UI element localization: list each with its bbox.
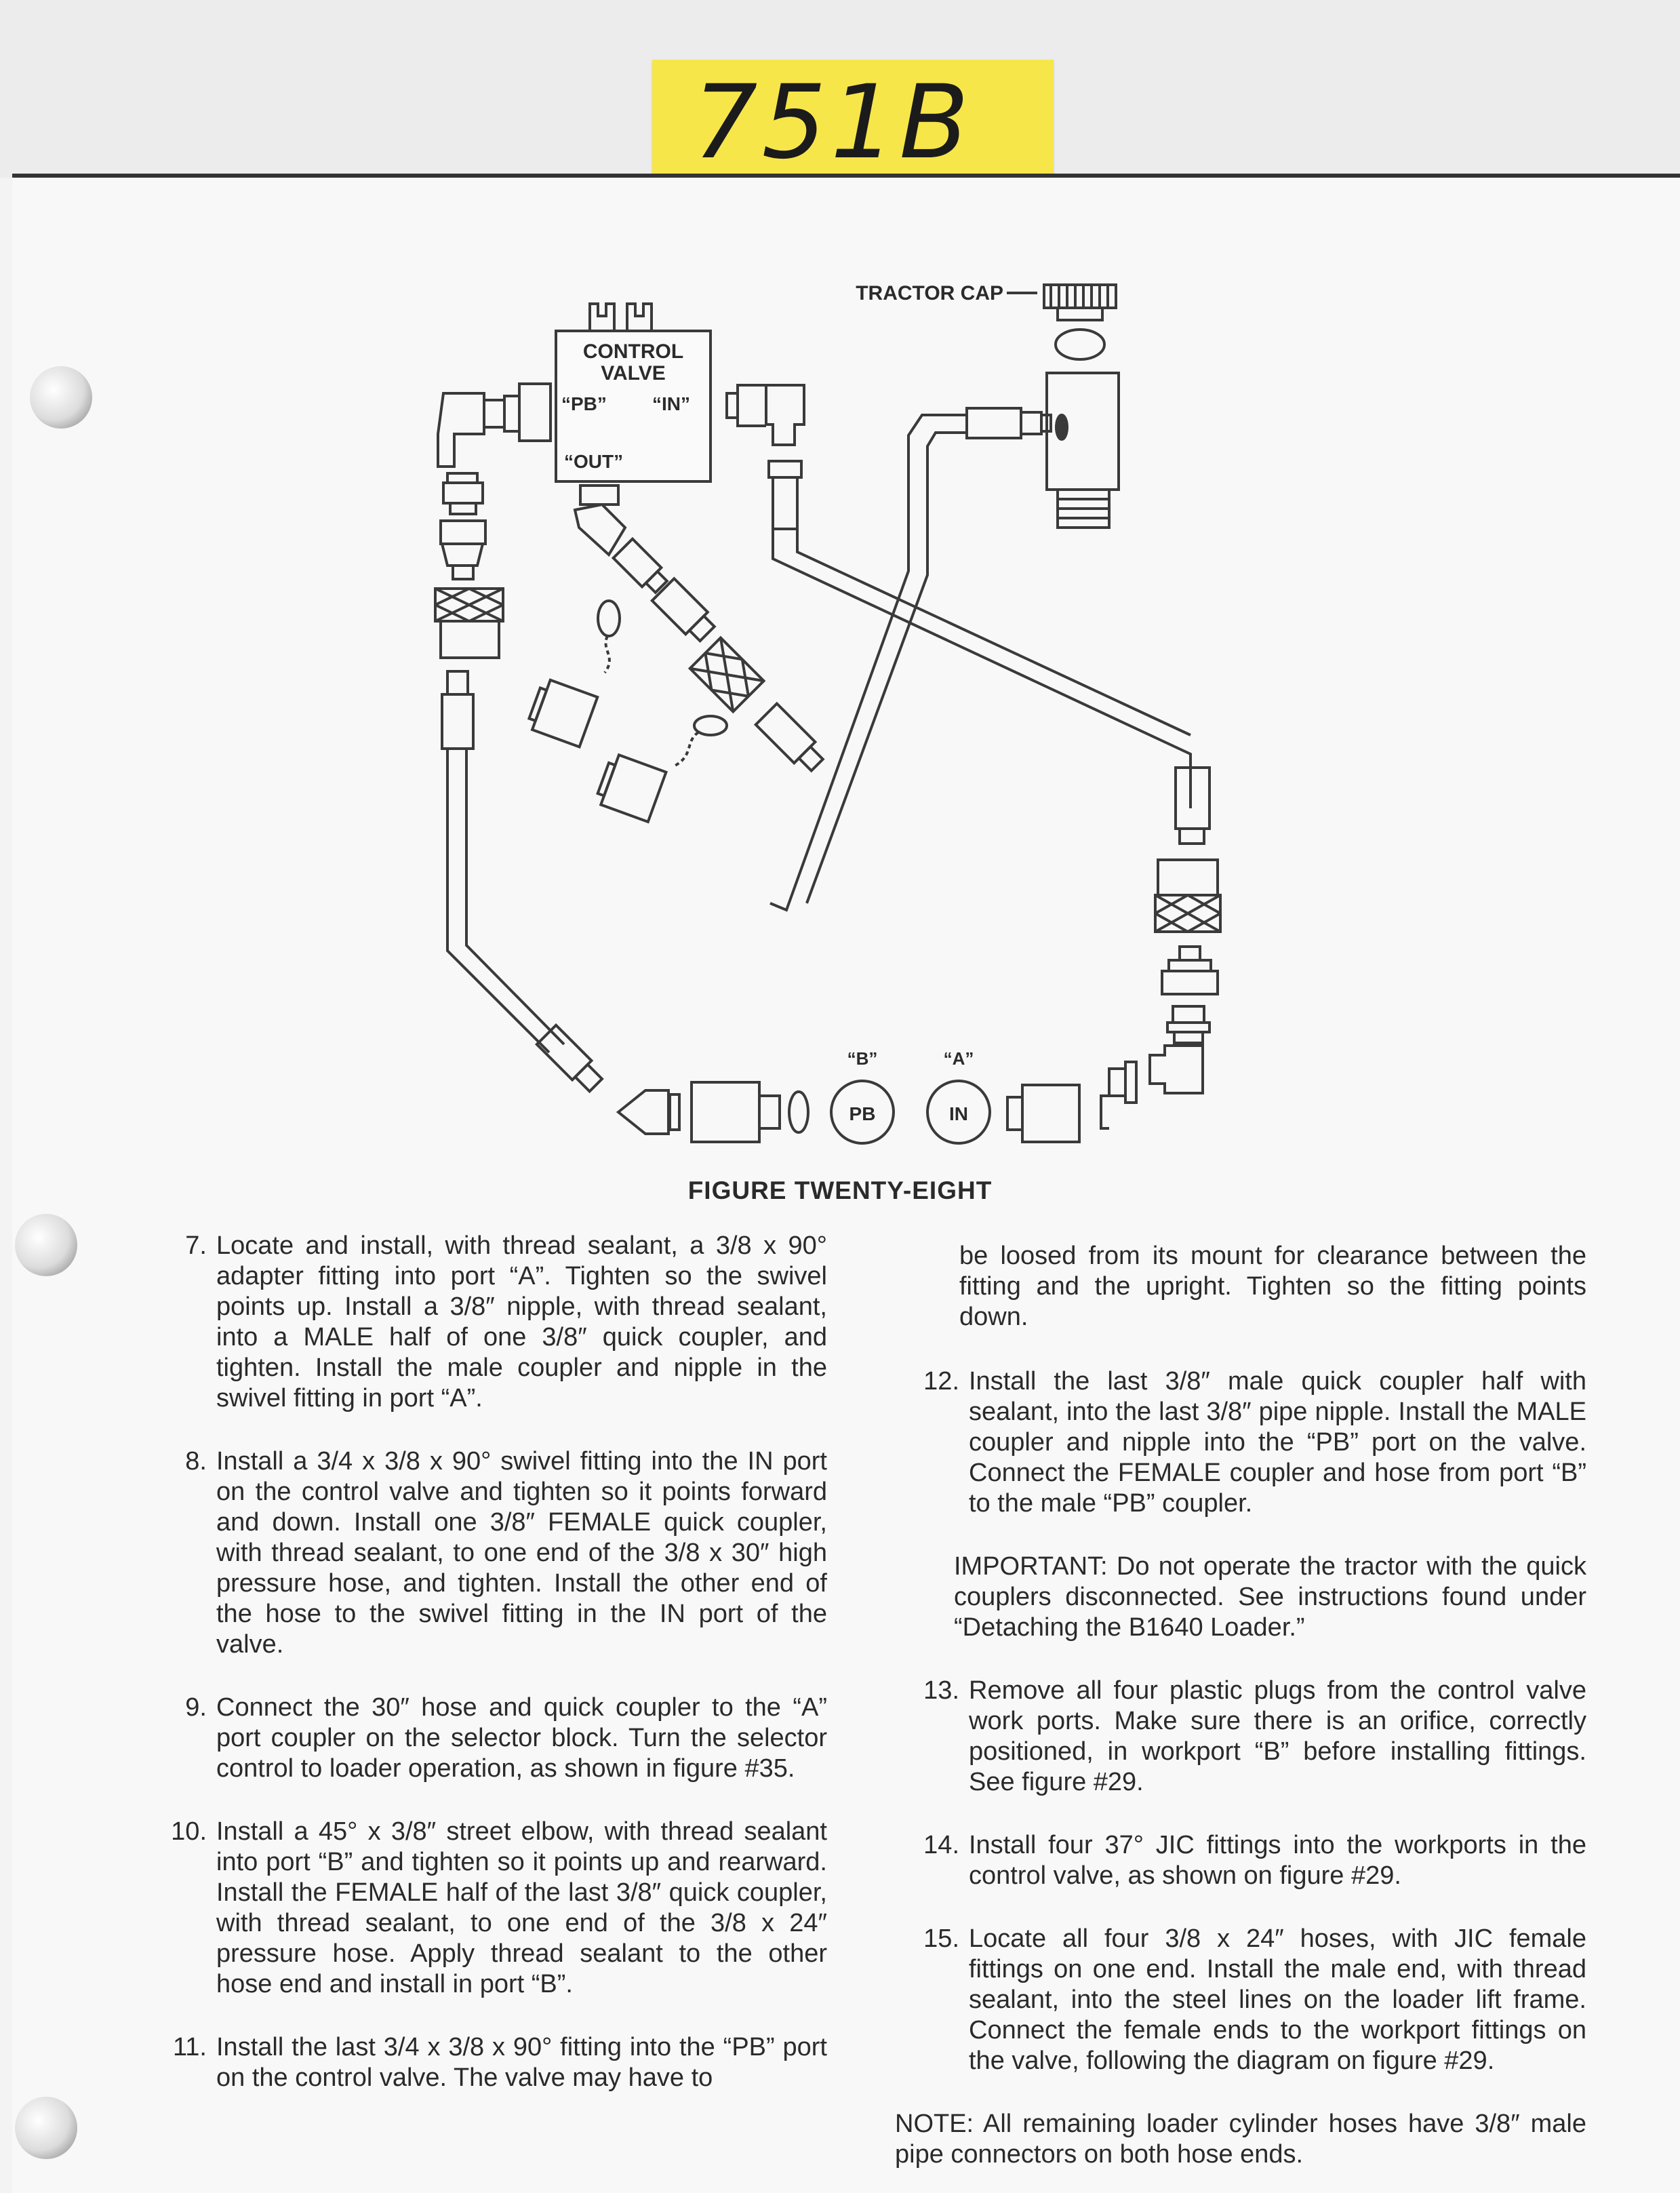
port-a-label: “A” <box>944 1048 974 1069</box>
control-valve-label-1: CONTROL <box>583 340 683 363</box>
step-text: Install a 45° x 3/8″ street elbow, with … <box>216 1817 827 1998</box>
port-b-label: “B” <box>847 1048 878 1069</box>
step-10: 10. Install a 45° x 3/8″ street elbow, w… <box>142 1817 827 2000</box>
step-15: 15. Locate all four 3/8 x 24″ hoses, wit… <box>895 1924 1586 2076</box>
step-number: 11. <box>172 2033 207 2061</box>
figure-caption: FIGURE TWENTY-EIGHT <box>687 1177 993 1204</box>
step-13: 13. Remove all four plastic plugs from t… <box>895 1676 1586 1798</box>
step-12: 12. Install the last 3/8″ male quick cou… <box>895 1366 1586 1519</box>
step-8: 8. Install a 3/4 x 3/8 x 90° swivel fitt… <box>142 1446 827 1660</box>
circle-in-label: IN <box>949 1103 968 1124</box>
step-number: 14. <box>923 1831 959 1859</box>
step-text: Install four 37° JIC fittings into the w… <box>969 1831 1586 1890</box>
step-text: Remove all four plastic plugs from the c… <box>969 1676 1586 1796</box>
manual-page <box>12 174 1680 2193</box>
step-number: 13. <box>923 1676 959 1705</box>
circle-pb-label: PB <box>849 1103 876 1124</box>
right-column: be loosed from its mount for clearance b… <box>895 1241 1586 2170</box>
right-fitting-stack <box>1108 858 1222 1104</box>
tractor-cap: TRACTOR CAP <box>856 282 1120 529</box>
control-valve-label-2: VALVE <box>601 362 666 384</box>
tractor-hose <box>769 407 1052 912</box>
step-text: Connect the 30″ hose and quick coupler t… <box>216 1693 827 1783</box>
step-11-continuation: be loosed from its mount for clearance b… <box>959 1242 1586 1331</box>
step-number: 10. <box>171 1817 207 1846</box>
step-text: Install the last 3/4 x 3/8 x 90° fitting… <box>216 2033 827 2092</box>
step-number: 9. <box>185 1693 207 1722</box>
left-column: 7. Locate and install, with thread seala… <box>142 1231 827 2126</box>
step-text: Locate all four 3/8 x 24″ hoses, with JI… <box>969 1924 1586 2075</box>
out-port-fittings <box>527 484 825 824</box>
control-valve: CONTROL VALVE “PB” “IN” “OUT” <box>555 302 712 483</box>
step-text: Locate and install, with thread sealant,… <box>216 1231 827 1412</box>
step-14: 14. Install four 37° JIC fittings into t… <box>895 1830 1586 1891</box>
sticky-note: 751B <box>652 60 1054 182</box>
step-number: 12. <box>923 1367 959 1396</box>
port-out-label: “OUT” <box>564 451 623 472</box>
hydraulic-diagram: CONTROL VALVE “PB” “IN” “OUT” TRACTOR CA… <box>434 282 1222 1145</box>
sticky-note-text: 751B <box>693 64 974 182</box>
step-number: 7. <box>185 1231 207 1260</box>
important-note: IMPORTANT: Do not operate the tractor wi… <box>954 1552 1586 1642</box>
step-text: Install a 3/4 x 3/8 x 90° swivel fitting… <box>216 1447 827 1659</box>
tractor-cap-label: TRACTOR CAP <box>856 282 1003 304</box>
step-11: 11. Install the last 3/4 x 3/8 x 90° fit… <box>142 2032 827 2093</box>
in-port-hose <box>725 384 1211 845</box>
bottom-coupler-row: PB “B” IN “A” <box>616 1048 1109 1145</box>
step-9: 9. Connect the 30″ hose and quick couple… <box>142 1693 827 1784</box>
binder-hole-middle <box>15 1214 77 1276</box>
step-text: Install the last 3/8″ male quick coupler… <box>969 1367 1586 1518</box>
port-pb-label: “PB” <box>561 393 607 414</box>
port-in-label: “IN” <box>652 393 690 414</box>
left-fitting-stack <box>434 382 604 1094</box>
step-number: 8. <box>185 1447 207 1476</box>
step-number: 15. <box>923 1924 959 1953</box>
step-7: 7. Locate and install, with thread seala… <box>142 1231 827 1414</box>
binder-hole-top <box>30 366 92 429</box>
footer-note: NOTE: All remaining loader cylinder hose… <box>895 2110 1586 2169</box>
binder-hole-bottom <box>15 2097 77 2159</box>
